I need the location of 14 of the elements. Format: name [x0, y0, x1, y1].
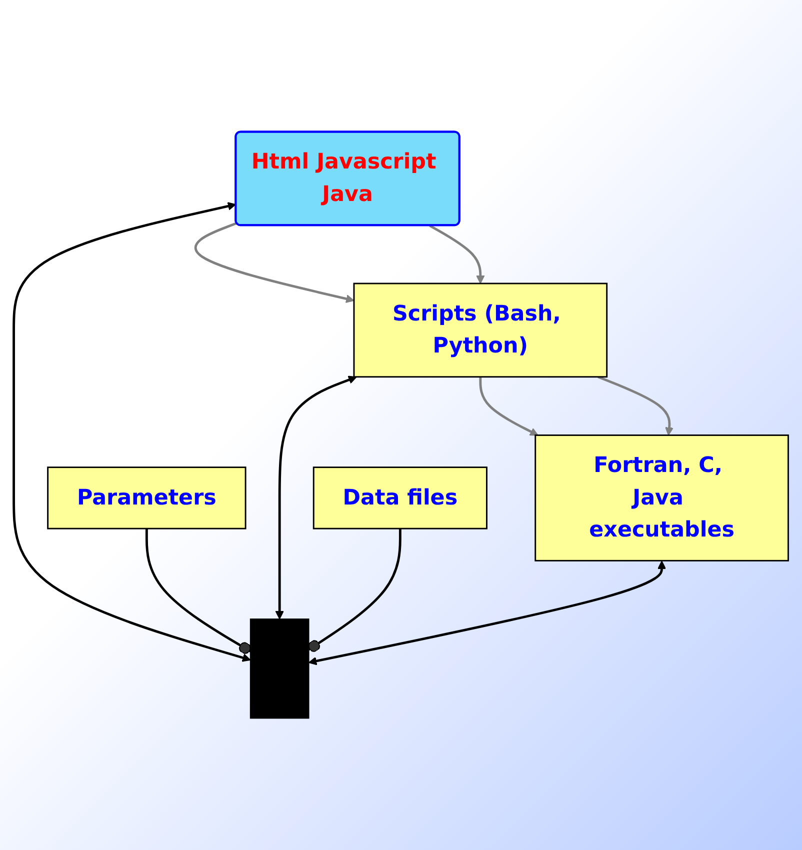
arrow [429, 224, 485, 284]
arrow [194, 222, 354, 303]
arrow [12, 202, 251, 662]
arrow [308, 560, 666, 666]
connector [145, 528, 252, 654]
arrow [598, 376, 674, 436]
connector [308, 528, 402, 652]
arrow [479, 376, 538, 436]
node-bar [250, 618, 310, 719]
node-box: Parameters [47, 466, 246, 530]
node-box: Scripts (Bash, Python) [353, 282, 608, 378]
node-box: Fortran, C, Java executables [534, 434, 789, 562]
arrow [275, 376, 357, 620]
node-box: Data files [312, 466, 488, 530]
